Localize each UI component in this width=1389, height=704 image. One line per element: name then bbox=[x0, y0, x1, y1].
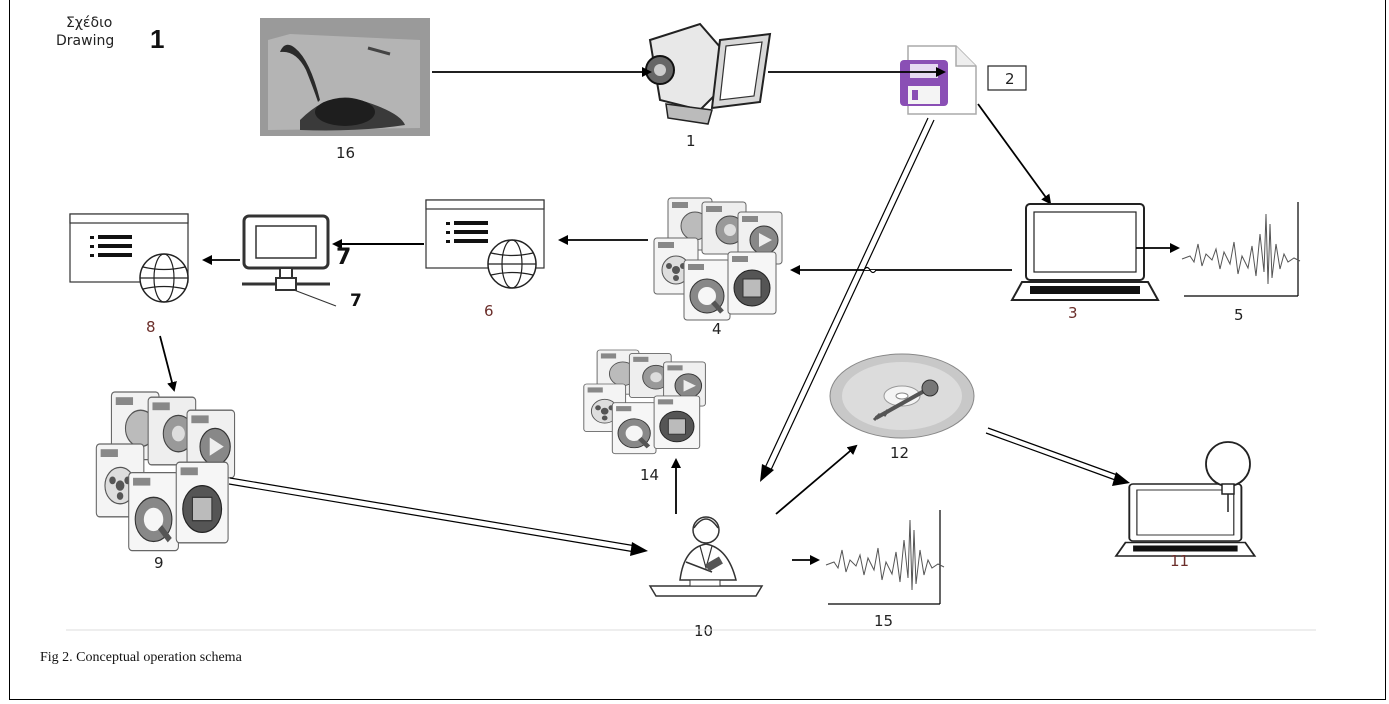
double-arrow-12-to-11 bbox=[985, 427, 1130, 486]
network-computer-icon bbox=[242, 214, 337, 307]
label-2: 2 bbox=[1005, 70, 1015, 88]
label-7-arrow: 7 bbox=[336, 245, 351, 270]
video-file-icon bbox=[900, 45, 977, 115]
label-8: 8 bbox=[146, 318, 156, 336]
double-arrow-2-to-10 bbox=[760, 117, 935, 482]
arrow-10-to-12 bbox=[775, 444, 858, 515]
label-2-box bbox=[987, 65, 1027, 91]
waveform-chart-5 bbox=[1181, 202, 1301, 297]
lightbulb-icon bbox=[1205, 441, 1251, 512]
label-14: 14 bbox=[640, 466, 659, 484]
label-16: 16 bbox=[336, 144, 355, 162]
laptop-icon bbox=[1011, 203, 1159, 301]
title-greek: Σχέδιο bbox=[66, 15, 112, 31]
laptop-lightbulb-icon bbox=[1115, 483, 1256, 557]
media-files-icon-14 bbox=[584, 350, 706, 454]
label-6: 6 bbox=[484, 302, 494, 320]
globe-icon-8 bbox=[139, 253, 189, 303]
label-4: 4 bbox=[712, 320, 722, 338]
arrow-2-to-3 bbox=[977, 103, 1052, 205]
waveform-chart-15 bbox=[825, 510, 945, 605]
arrow-8-to-9 bbox=[159, 335, 177, 392]
bird-photo bbox=[260, 18, 430, 136]
label-1: 1 bbox=[686, 132, 696, 150]
label-12: 12 bbox=[890, 444, 909, 462]
judge-icon bbox=[648, 516, 764, 597]
label-10: 10 bbox=[694, 622, 713, 640]
label-9: 9 bbox=[154, 554, 164, 572]
media-files-icon-4 bbox=[654, 198, 782, 320]
globe-icon-6 bbox=[487, 239, 537, 289]
label-5: 5 bbox=[1234, 306, 1244, 324]
cd-key-icon bbox=[829, 353, 975, 439]
title-number: 1 bbox=[150, 24, 164, 54]
label-11: 11 bbox=[1170, 552, 1189, 570]
line-crossing-hop bbox=[863, 266, 877, 274]
label-15: 15 bbox=[874, 612, 893, 630]
double-arrow-9-to-10 bbox=[228, 477, 648, 556]
figure-caption: Fig 2. Conceptual operation schema bbox=[40, 650, 242, 665]
label-7: 7 bbox=[350, 291, 362, 311]
camcorder-icon bbox=[645, 22, 772, 125]
diagram-frame bbox=[9, 0, 1386, 700]
label-3: 3 bbox=[1068, 304, 1078, 322]
title-english: Drawing bbox=[56, 33, 114, 49]
media-files-icon-9 bbox=[96, 392, 234, 551]
